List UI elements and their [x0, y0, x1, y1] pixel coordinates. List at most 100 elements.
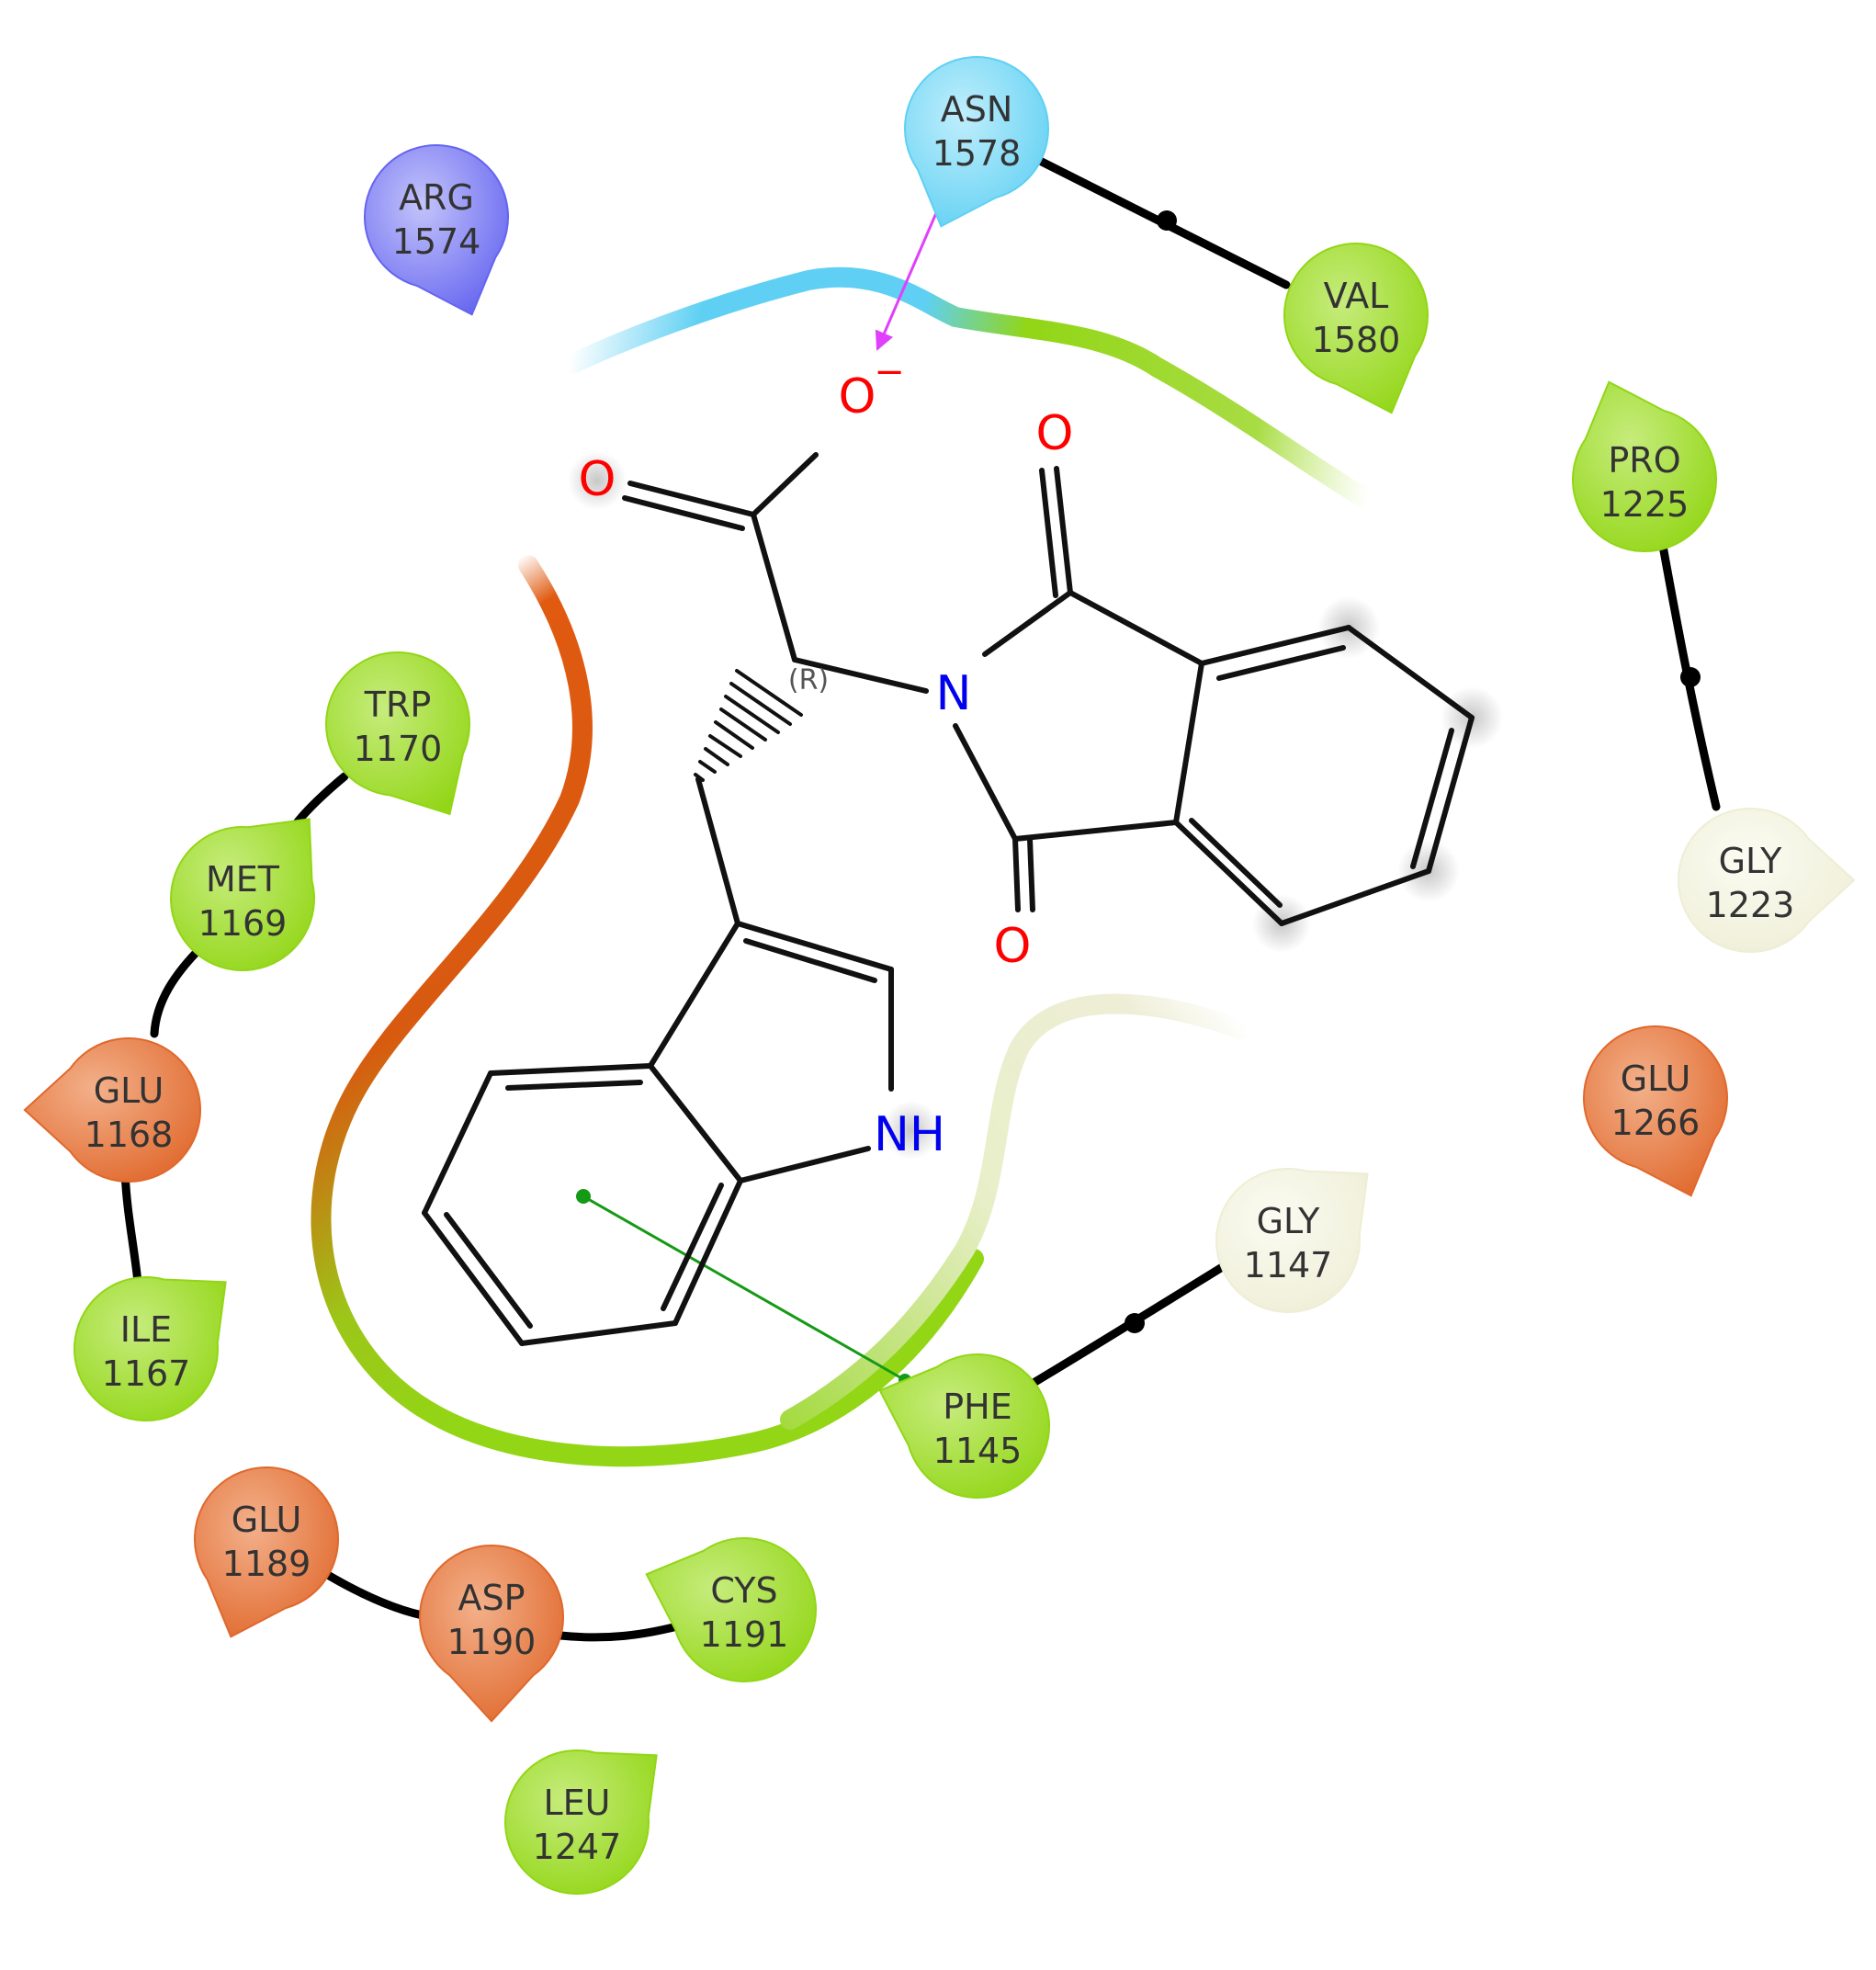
bond [1173, 661, 1204, 825]
bond [792, 657, 929, 694]
bond [422, 1210, 525, 1346]
ligand-structure: O − O O O N NH (R) [422, 351, 1475, 1346]
pi-stacking-phe1145 [582, 1194, 906, 1382]
residue-name: TRP [364, 685, 432, 725]
bond [1426, 715, 1475, 874]
bond [1012, 820, 1179, 842]
residue-number: 1189 [222, 1544, 311, 1584]
bond [953, 723, 1018, 842]
residue-name: MET [206, 859, 280, 900]
bond [1279, 868, 1431, 926]
bond [1410, 728, 1454, 869]
pocket-curve-top [564, 266, 1379, 511]
bond [982, 590, 1073, 657]
pocket-curve-left [311, 555, 984, 1467]
bond [738, 1146, 871, 1183]
bond [422, 1070, 493, 1216]
backbone-met1169-glu1168 [150, 942, 207, 1038]
residue-number: 1145 [933, 1431, 1023, 1471]
atom-nh-indole: NH [874, 1107, 945, 1162]
hbond-arrow-asn1578 [875, 199, 944, 351]
backbone-glu1168-ile1167 [120, 1167, 142, 1286]
bond [627, 481, 756, 517]
residue-name: CYS [710, 1570, 777, 1611]
residue-number: 1580 [1312, 320, 1401, 360]
atom-charge-minus: − [874, 351, 905, 393]
residue-marker-shape [878, 1353, 1050, 1499]
bond [1346, 625, 1475, 720]
residue-name: PRO [1608, 440, 1680, 481]
bond [1012, 836, 1021, 912]
bond [648, 921, 740, 1069]
residue-marker-shape [1583, 1025, 1728, 1197]
residue-marker-shape [419, 1544, 564, 1723]
atom-o-carbonyl: O [579, 452, 616, 507]
residue-name: GLY [1719, 841, 1783, 881]
residue-name: ARG [399, 177, 474, 218]
residue-name: VAL [1324, 276, 1389, 316]
residue-marker-shape [904, 56, 1049, 228]
bond [622, 495, 745, 531]
pocket-curve-right [780, 993, 1250, 1430]
residue-name: GLU [232, 1500, 302, 1540]
backbone-break-dot [1124, 1313, 1145, 1333]
residue-number: 1574 [392, 221, 481, 262]
residue-marker-shape [1572, 380, 1717, 552]
residue-name: GLU [1621, 1059, 1691, 1099]
bond [1216, 645, 1346, 681]
bond [1068, 590, 1204, 666]
residue-name: ILE [120, 1309, 172, 1350]
residue-marker-shape [194, 1466, 339, 1638]
bond [1039, 468, 1058, 598]
stereo-label: (R) [788, 664, 829, 696]
residue-marker-shape [504, 1749, 658, 1895]
residue-name: LEU [544, 1783, 611, 1823]
residue-name: ASN [941, 89, 1013, 130]
residue-marker-shape [364, 144, 509, 316]
residue-marker-shape [1677, 808, 1856, 953]
bond [672, 1178, 743, 1326]
pi-stacking-centroid [576, 1189, 591, 1204]
bond [735, 921, 894, 972]
bond [488, 1063, 653, 1076]
residue-marker-shape [73, 1276, 227, 1421]
residue-marker-shape [1283, 243, 1429, 414]
bond [1027, 836, 1035, 912]
bond [661, 1183, 724, 1311]
bond [519, 1320, 678, 1346]
residue-number: 1225 [1600, 484, 1690, 525]
bond [648, 1063, 743, 1183]
solvent-halo [568, 451, 627, 510]
bond [695, 776, 740, 926]
residue-number: 1578 [932, 133, 1022, 174]
bond [743, 938, 877, 983]
backbone-break-dot [1157, 210, 1177, 231]
backbone-glu1189-asp1190 [317, 1567, 436, 1622]
atom-o-bottom: O [994, 919, 1032, 974]
residue-marker-shape [1215, 1168, 1369, 1313]
backbone-asn1578-val1580 [1026, 152, 1291, 289]
residue-marker-shape [23, 1037, 201, 1183]
bond [751, 512, 797, 662]
atom-o-top: O [1036, 406, 1074, 461]
residue-marker-shape [325, 651, 470, 816]
stereo-hash-bond [694, 669, 803, 782]
residue-number: 1167 [102, 1353, 191, 1394]
residue-number: 1190 [447, 1622, 537, 1662]
residue-number: 1266 [1611, 1103, 1701, 1143]
